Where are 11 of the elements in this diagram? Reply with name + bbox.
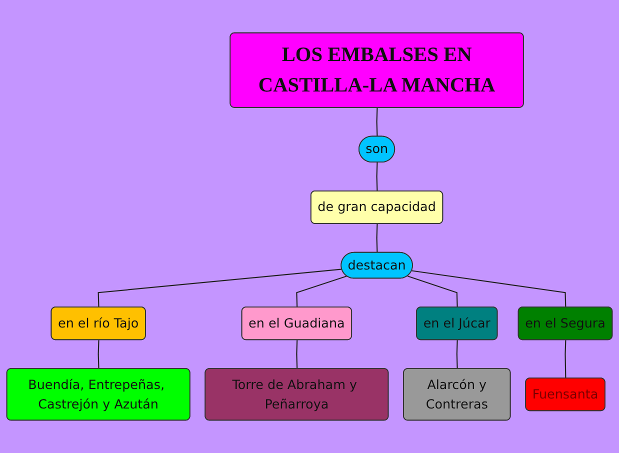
connector [564,340,566,378]
connector [296,276,347,308]
connector [456,340,458,369]
connector [376,108,378,137]
connector [98,340,100,369]
connector [98,268,342,308]
connector [296,340,298,369]
connector [376,224,378,253]
connector [412,270,566,308]
connector [376,162,378,192]
connector [408,276,458,308]
